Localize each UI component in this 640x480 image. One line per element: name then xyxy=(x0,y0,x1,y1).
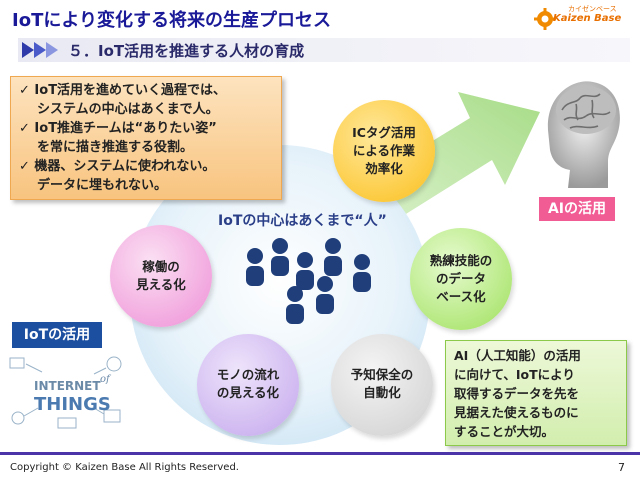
key-points-box: ✓ IoT活用を進めていく過程では、 システムの中心はあくまで人。 ✓ IoT推… xyxy=(10,76,282,200)
iot-label: IoTの活用 xyxy=(12,322,102,348)
iot-image-line1: INTERNET xyxy=(34,379,101,393)
circle-visibility-text: 稼働の見える化 xyxy=(136,259,186,292)
logo-kana: カイゼンベース xyxy=(568,5,617,13)
bullet-continuation: データに埋もれない。 xyxy=(37,178,168,193)
footer-divider xyxy=(0,452,640,455)
title-bar: IoTにより変化する将来の生産プロセス カイゼンベース Kaizen Base xyxy=(0,0,640,38)
ai-brain-head-image xyxy=(547,81,620,188)
circle-ic-tag xyxy=(333,100,435,202)
center-label: IoTの中心はあくまで“人” xyxy=(218,213,387,229)
logo-text: Kaizen Base xyxy=(553,13,622,24)
section-heading: ５．IoT活用を推進する人材の育成 xyxy=(68,42,305,60)
gear-icon xyxy=(534,8,556,30)
circle-skills-text: 熟練技能ののデータベース化 xyxy=(429,253,493,304)
circle-goods-flow xyxy=(197,334,299,436)
internet-of-things-image: INTERNET of THINGS xyxy=(9,356,122,429)
bullet-item: ✓ 機器、システムに使われない。 xyxy=(19,159,216,174)
bullet-continuation: システムの中心はあくまで人。 xyxy=(37,102,219,117)
triple-arrow-icon xyxy=(22,42,58,58)
kaizen-base-logo: カイゼンベース Kaizen Base xyxy=(534,4,634,34)
copyright-text: Copyright © Kaizen Base All Rights Reser… xyxy=(10,462,239,473)
slide-title: IoTにより変化する将来の生産プロセス xyxy=(12,10,331,31)
circle-visibility xyxy=(110,225,212,327)
circle-goods-flow-text: モノの流れの見える化 xyxy=(216,367,280,400)
ai-note-line: 取得するデータを先を xyxy=(454,386,580,401)
person-icon xyxy=(324,238,342,276)
ai-note-line: AI（人工知能）の活用 xyxy=(454,348,581,363)
section-heading-bar: ５．IoT活用を推進する人材の育成 xyxy=(18,38,630,62)
bullet-item: ✓ IoT推進チームは“ありたい姿” xyxy=(19,121,217,136)
person-icon xyxy=(246,248,264,286)
page-number: 7 xyxy=(618,461,625,474)
ai-label: AIの活用 xyxy=(539,197,615,221)
iot-image-of: of xyxy=(100,374,112,385)
bullet-item: ✓ IoT活用を進めていく過程では、 xyxy=(19,83,227,98)
bullet-continuation: を常に描き推進する役割。 xyxy=(37,140,194,155)
person-icon xyxy=(353,254,371,292)
circle-skills xyxy=(410,228,512,330)
iot-image-line2: THINGS xyxy=(34,394,111,415)
circle-ic-tag-text: ICタグ活用による作業効率化 xyxy=(352,125,416,176)
ai-note-line: することが大切。 xyxy=(454,424,555,439)
circle-maintenance xyxy=(331,334,433,436)
person-icon xyxy=(296,252,314,290)
ai-note-line: に向けて、IoTにより xyxy=(454,367,575,382)
person-icon xyxy=(271,238,289,276)
ai-note-box: AI（人工知能）の活用 に向けて、IoTにより 取得するデータを先を 見据えた使… xyxy=(445,340,627,446)
ai-note-line: 見据えた使えるものに xyxy=(454,405,579,420)
person-icon xyxy=(316,276,334,314)
circle-maintenance-text: 予知保全の自動化 xyxy=(350,367,414,400)
person-icon xyxy=(286,286,304,324)
